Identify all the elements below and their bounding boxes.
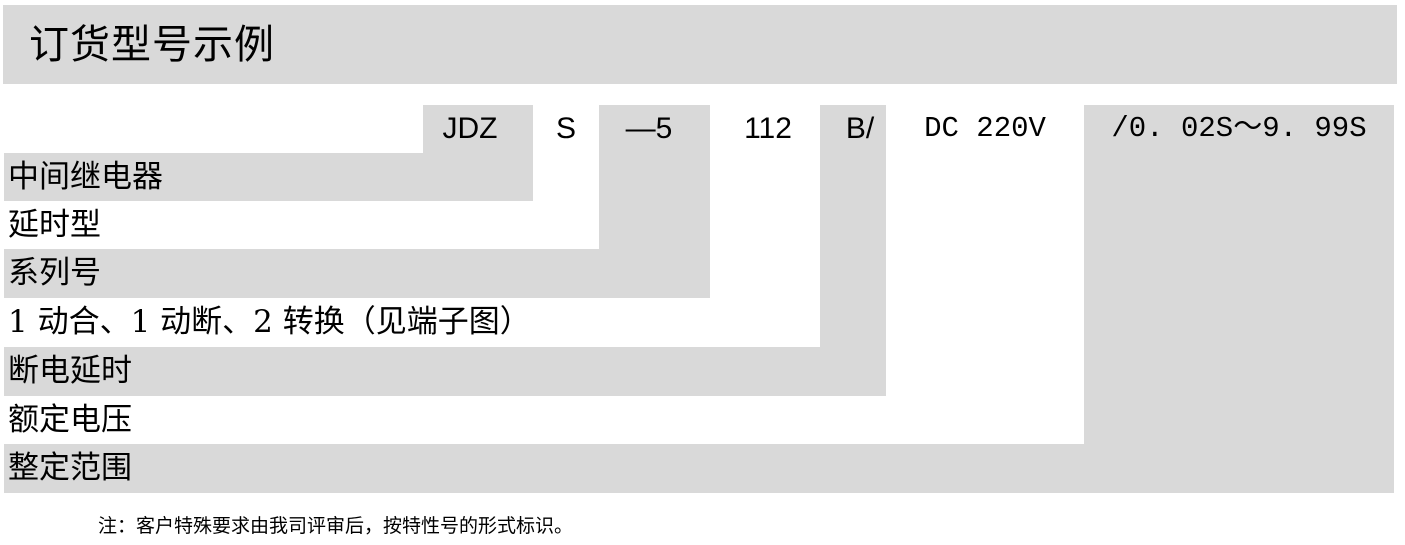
code-s: S: [555, 112, 576, 145]
row-label-text: 系列号: [8, 255, 101, 291]
row-label-text: 1 动合、1 动断、2 转换（见端子图）: [8, 304, 531, 340]
row-label-text: 中间继电器: [8, 159, 163, 195]
row-label-off-delay: 断电延时: [4, 347, 886, 396]
footnote: 注：客户特殊要求由我司评审后，按特性号的形式标识。: [98, 515, 574, 537]
code-b: B/: [845, 112, 875, 145]
code-block-range-bg: [1084, 105, 1394, 493]
row-label-text: 额定电压: [8, 402, 132, 438]
row-label-series: 系列号: [4, 249, 710, 298]
row-label-text: 延时型: [8, 207, 101, 243]
code-range: /0. 02S～9. 99S: [1111, 112, 1367, 145]
code-series: —5: [625, 112, 673, 145]
row-label-delay-type: 延时型: [4, 201, 599, 249]
code-contacts: 112: [744, 112, 792, 145]
row-label-contacts: 1 动合、1 动断、2 转换（见端子图）: [4, 298, 820, 347]
row-label-relay: 中间继电器: [4, 153, 533, 201]
row-label-text: 整定范围: [8, 450, 132, 486]
code-jdz: JDZ: [442, 112, 498, 145]
section-header: 订货型号示例: [3, 5, 1397, 84]
section-title: 订货型号示例: [29, 22, 275, 68]
row-label-text: 断电延时: [8, 353, 132, 389]
row-label-setting-range: 整定范围: [4, 444, 1394, 493]
row-label-rated-voltage: 额定电压: [4, 396, 1084, 444]
code-voltage: DC 220V: [924, 112, 1046, 145]
